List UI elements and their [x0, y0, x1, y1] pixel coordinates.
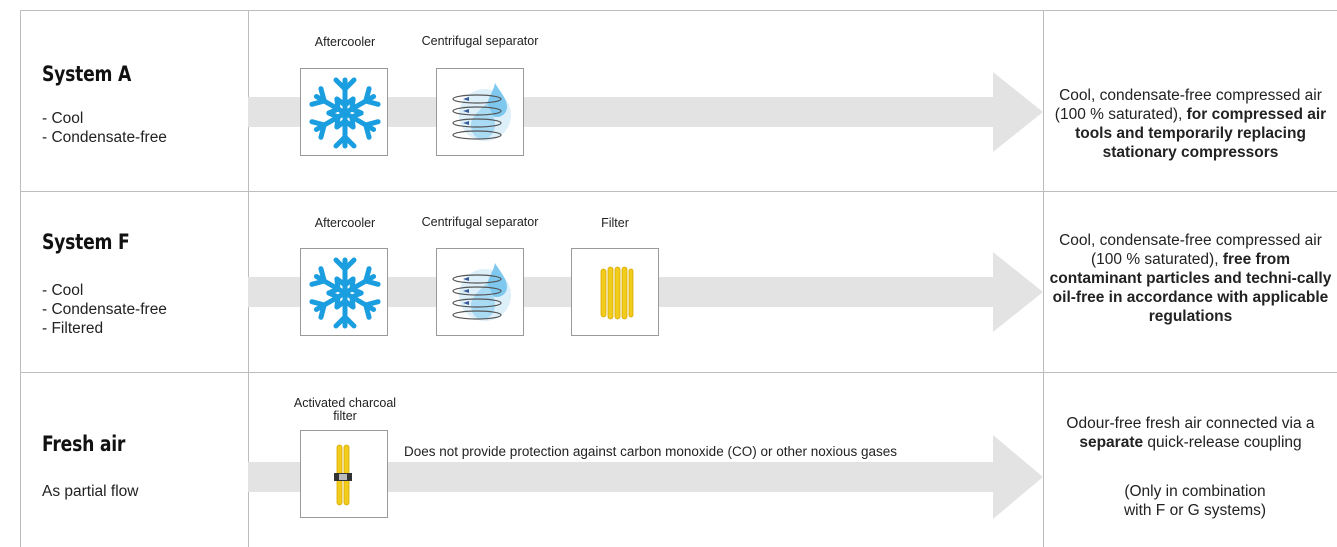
- system-f-row: System F - Cool - Condensate-free - Filt…: [0, 191, 1337, 372]
- centrifugal-separator-icon: [452, 263, 511, 321]
- fresh-air-row: Fresh air As partial flow Activated char…: [0, 372, 1337, 547]
- result-text: Cool, condensate-free compressed air (10…: [1049, 232, 1332, 325]
- centrifugal-separator-box: [436, 68, 524, 156]
- feature-item: As partial flow: [42, 483, 139, 500]
- charcoal-filter-box: [300, 430, 388, 518]
- component-label: Activated charcoal filter: [293, 396, 397, 423]
- snowflake-icon: [309, 257, 381, 329]
- charcoal-filter-icon: [334, 444, 352, 506]
- feature-item: - Condensate-free: [42, 129, 167, 146]
- result-text: Cool, condensate-free compressed air (10…: [1054, 87, 1327, 161]
- feature-item: - Cool: [42, 282, 84, 299]
- feature-item: - Condensate-free: [42, 301, 167, 318]
- feature-list: As partial flow: [42, 482, 138, 501]
- filter-cartridge-icon: [600, 266, 634, 320]
- feature-item: - Cool: [42, 110, 84, 127]
- row-divider-1: [20, 191, 1337, 192]
- component-label: Aftercooler: [314, 216, 376, 230]
- system-a-row: System A - Cool - Condensate-free Afterc…: [0, 10, 1337, 191]
- top-border: [20, 10, 1337, 11]
- component-label: Filter: [601, 216, 629, 230]
- feature-list: - Cool - Condensate-free: [42, 109, 167, 147]
- centrifugal-separator-box: [436, 248, 524, 336]
- aftercooler-box: [300, 248, 388, 336]
- flow-arrow: [248, 72, 1043, 152]
- flow-arrow: [248, 435, 1043, 519]
- system-title: System F: [42, 230, 130, 254]
- aftercooler-box: [300, 68, 388, 156]
- row-divider-2: [20, 372, 1337, 373]
- left-border: [20, 10, 21, 547]
- snowflake-icon: [309, 77, 381, 149]
- component-label: Aftercooler: [314, 35, 376, 49]
- result-text: Odour-free fresh air connected via a sep…: [1066, 415, 1315, 451]
- filter-box: [571, 248, 659, 336]
- column-divider-right: [1043, 10, 1044, 547]
- feature-list: - Cool - Condensate-free - Filtered: [42, 281, 167, 338]
- system-title: Fresh air: [42, 432, 126, 456]
- centrifugal-separator-icon: [452, 83, 511, 141]
- component-label: Centrifugal separator: [421, 34, 539, 48]
- result-footnote: (Only in combination with F or G systems…: [1123, 483, 1267, 519]
- system-title: System A: [42, 62, 132, 86]
- feature-item: - Filtered: [42, 320, 104, 337]
- component-label: Centrifugal separator: [421, 215, 539, 229]
- warning-note: Does not provide protection against carb…: [404, 444, 898, 459]
